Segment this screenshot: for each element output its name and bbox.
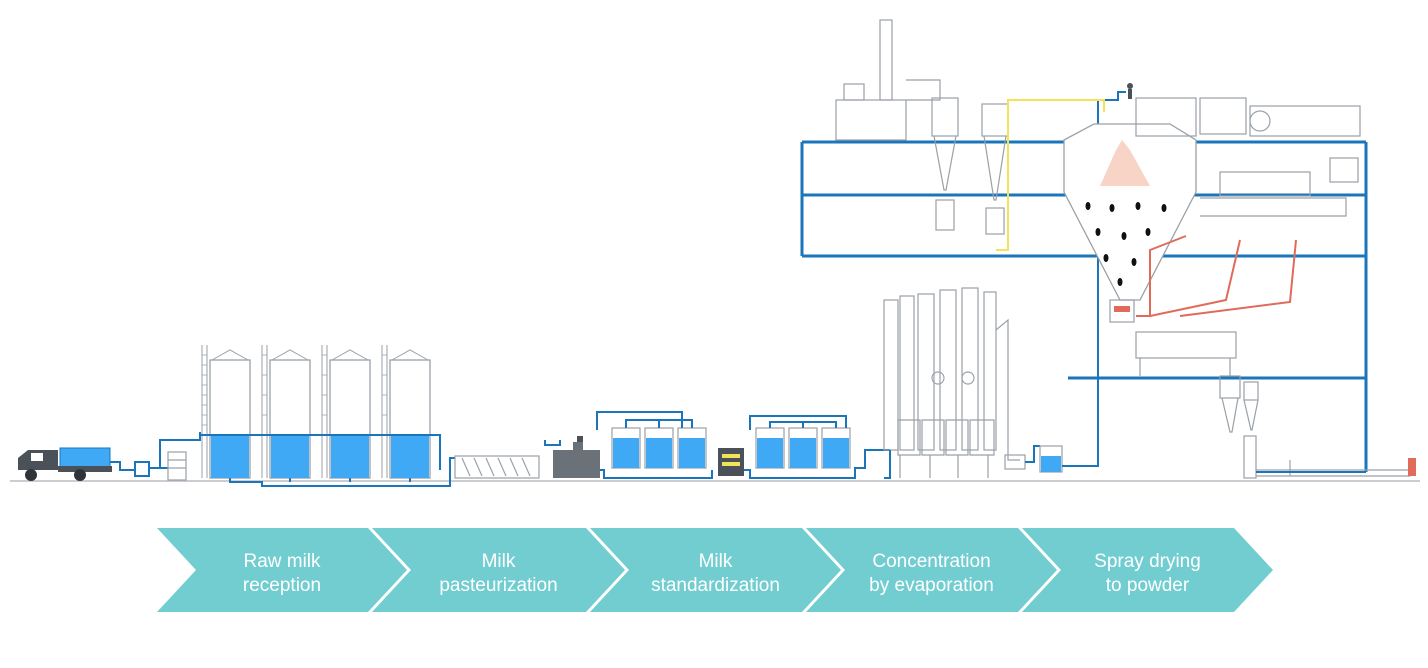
falling-film-evaporator (883, 287, 1026, 478)
plate-heat-exchanger (454, 455, 540, 479)
sifter-cyclone (1219, 375, 1259, 433)
step-label-milk-standardization: Milk standardization (629, 546, 802, 602)
concentrate-feed-line (1062, 91, 1126, 467)
reception-pump (110, 432, 201, 477)
control-cabinet (718, 448, 744, 476)
drying-chamber (1063, 123, 1197, 323)
step-label-concentration-by-evaporation: Concentration by evaporation (845, 546, 1018, 602)
step-3-line-2: standardization (651, 575, 780, 596)
standardization-tank-2 (644, 427, 674, 469)
hot-air-duct (996, 99, 1105, 251)
fluid-bed (1200, 157, 1359, 217)
deaerator (167, 451, 187, 481)
powder-particles (1085, 202, 1167, 286)
fluid-bed-pipes (1136, 235, 1297, 317)
step-5-line-2: to powder (1105, 575, 1190, 596)
standardization-tank-3 (677, 427, 707, 469)
step-1-line-1: Raw milk (243, 551, 321, 572)
step-1-line-2: reception (242, 575, 322, 596)
milk-truck (18, 447, 112, 481)
operator-figure-1 (1127, 83, 1133, 99)
step-5-line-1: Spray drying (1094, 551, 1201, 572)
raw-milk-silo-4 (381, 345, 431, 479)
exhaust-stack (835, 19, 941, 141)
evaporator-feed-pipe (884, 445, 1040, 479)
step-label-spray-drying-to-powder: Spray drying to powder (1061, 546, 1234, 602)
step-label-milk-pasteurization: Milk pasteurization (411, 546, 586, 602)
step-4-line-2: by evaporation (869, 575, 994, 596)
cyclone-separator-1 (931, 97, 959, 231)
storage-pipes (744, 415, 890, 479)
step-2-line-2: pasteurization (439, 575, 558, 596)
raw-milk-silo-3 (321, 345, 371, 479)
step-3-line-1: Milk (698, 551, 733, 572)
raw-milk-silo-2 (261, 345, 311, 479)
air-heater-unit (1135, 97, 1361, 137)
step-label-raw-milk-reception: Raw milk reception (196, 546, 368, 602)
concentrate-tank (1039, 445, 1063, 473)
standardization-tank-1 (611, 427, 641, 469)
separator-centrifuge (544, 436, 600, 478)
bagging-station (1408, 458, 1416, 476)
raw-milk-silo-1 (201, 345, 251, 479)
silo-feed-pipes (199, 432, 455, 487)
vibrating-fluid-bed-lower (1135, 331, 1237, 376)
storage-tank-2 (788, 427, 818, 469)
dairy-plant-diagram (10, 19, 1420, 487)
standardization-pipes-1 (596, 411, 713, 479)
cyclone-separator-2 (981, 103, 1009, 235)
step-2-line-1: Milk (481, 551, 516, 572)
storage-tank-1 (755, 427, 785, 469)
storage-tank-3 (821, 427, 851, 469)
step-4-line-1: Concentration (872, 551, 991, 572)
